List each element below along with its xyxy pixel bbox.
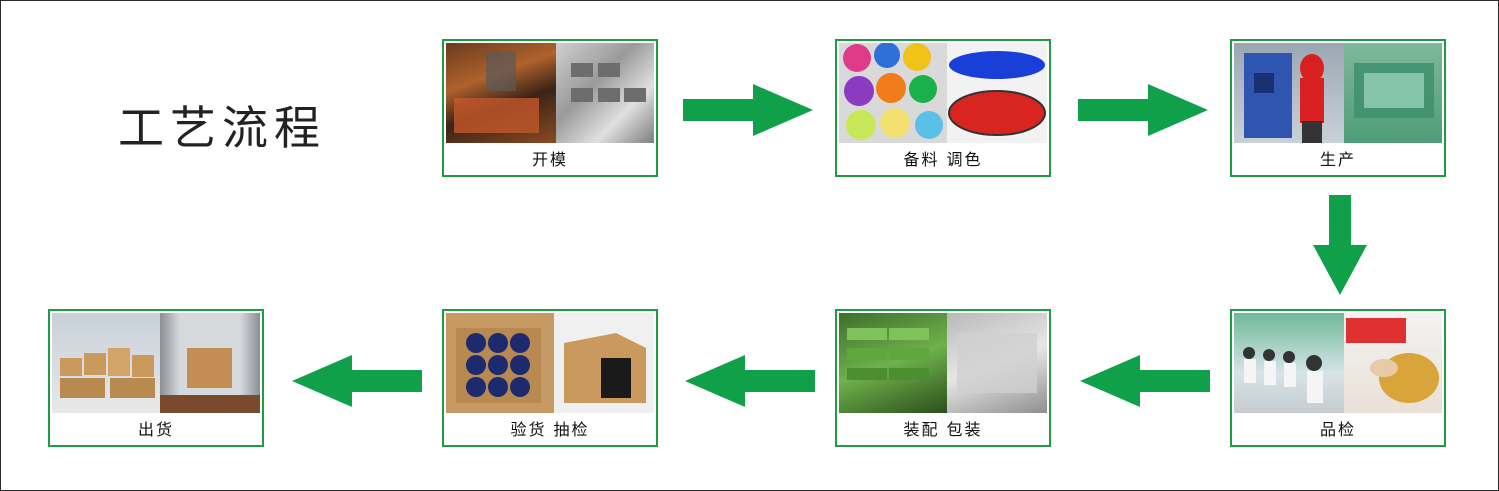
step-card-sampling: 验货 抽检 <box>442 309 658 447</box>
step-label: 生产 <box>1319 150 1356 169</box>
warehouse-container-photo <box>52 313 260 413</box>
packaging-photo <box>839 313 1047 413</box>
arrow-down-icon <box>1313 195 1367 295</box>
step-label: 出货 <box>137 420 174 439</box>
factory-machine-photo <box>1234 43 1442 143</box>
arrow-left-icon <box>1080 355 1210 407</box>
step-label: 开模 <box>531 150 568 169</box>
page-title: 工艺流程 <box>118 101 326 155</box>
step-label: 品检 <box>1319 420 1356 439</box>
mold-making-photo <box>446 43 654 143</box>
sampling-boxes-photo <box>446 313 654 413</box>
arrow-right-icon <box>1078 84 1208 136</box>
step-card-inspection: 品检 <box>1230 309 1446 447</box>
paint-cans-photo <box>839 43 1047 143</box>
step-label: 装配 包装 <box>903 420 983 439</box>
step-card-mold: 开模 <box>442 39 658 177</box>
arrow-right-icon <box>683 84 813 136</box>
step-card-materials: 备料 调色 <box>835 39 1051 177</box>
step-card-packaging: 装配 包装 <box>835 309 1051 447</box>
step-label: 备料 调色 <box>903 150 983 169</box>
step-card-shipping: 出货 <box>48 309 264 447</box>
step-label: 验货 抽检 <box>510 420 590 439</box>
step-card-production: 生产 <box>1230 39 1446 177</box>
quality-inspection-photo <box>1234 313 1442 413</box>
arrow-left-icon <box>685 355 815 407</box>
arrow-left-icon <box>292 355 422 407</box>
